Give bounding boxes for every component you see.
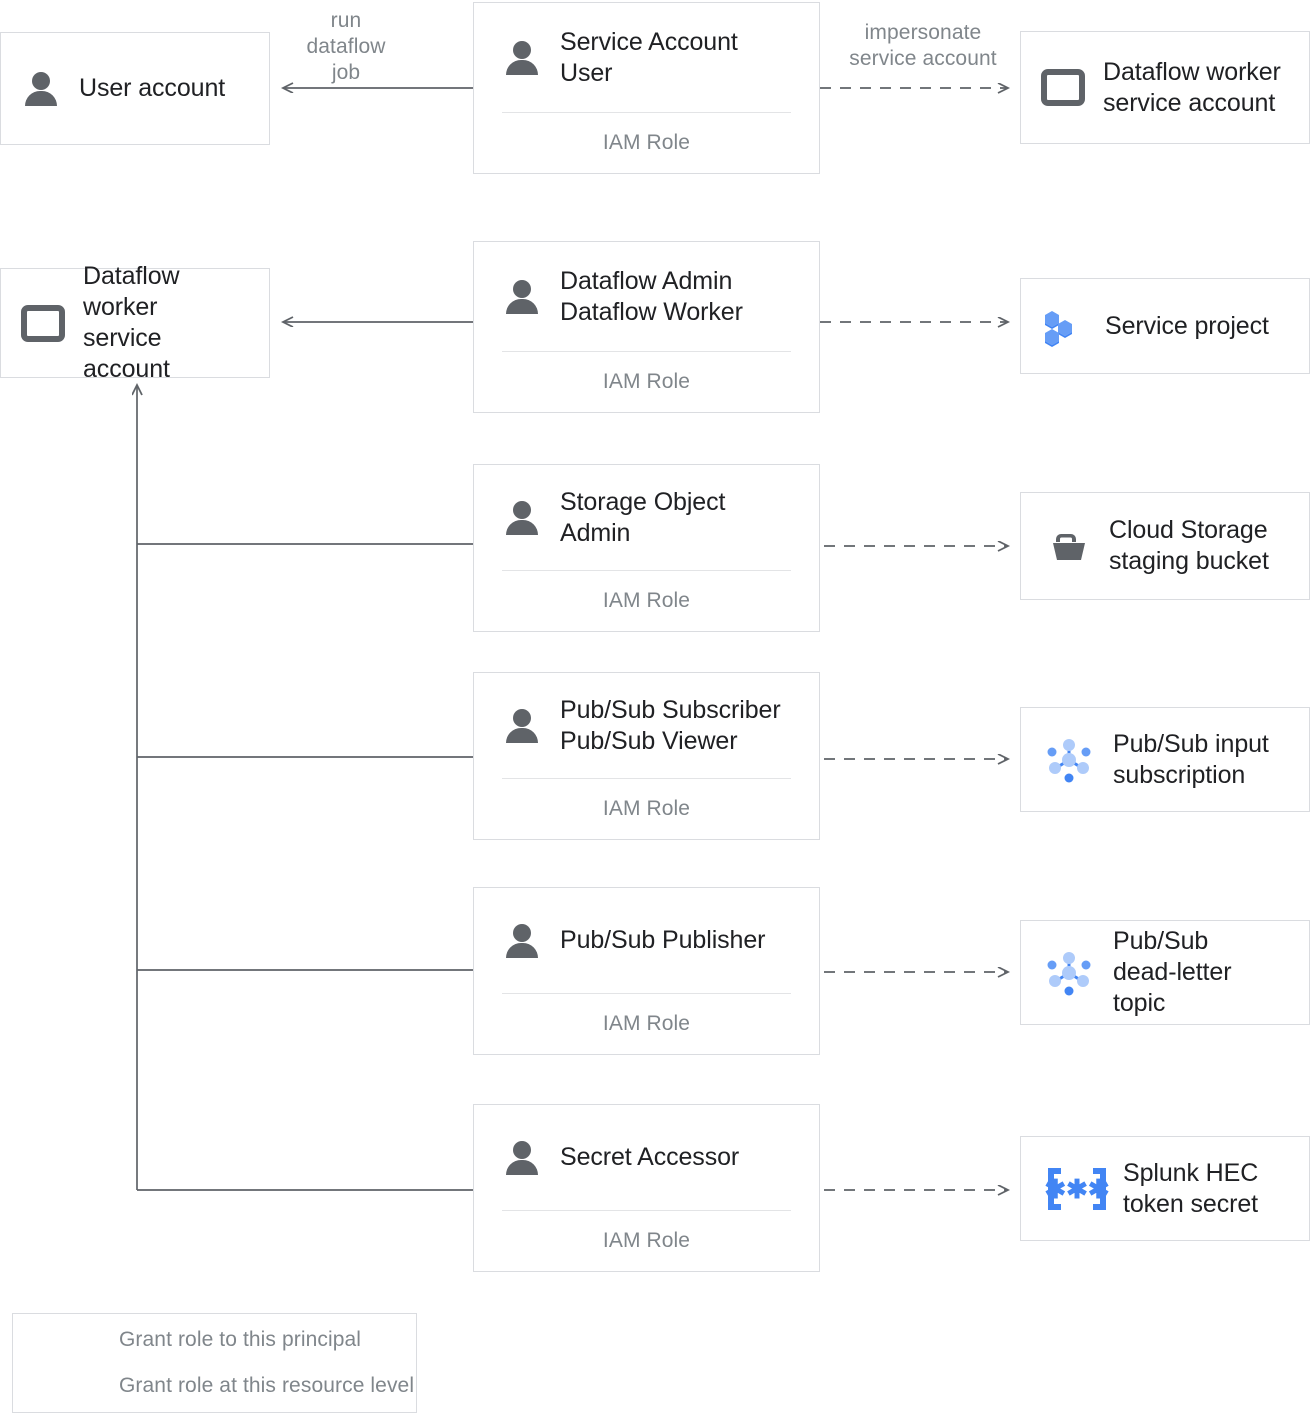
resource-pubsub-dead-letter-topic[interactable]: Pub/Sub dead-letter topic (1020, 920, 1310, 1025)
resource-service-project-label: Service project (1105, 311, 1269, 340)
project-hexagons-icon (1041, 303, 1087, 349)
card-divider (502, 993, 791, 994)
edge-label-run-dataflow-job: run dataflow job (306, 9, 386, 84)
resource-pubsub-dead-letter-topic-label: Pub/Sub dead-letter topic (1113, 927, 1232, 1017)
card-divider (502, 1210, 791, 1211)
principal-dataflow-worker-sa-label: Dataflow worker service account (83, 262, 180, 383)
role-card-pubsub-publisher[interactable]: Pub/Sub Publisher IAM Role (473, 887, 820, 1055)
service-account-icon (21, 304, 65, 342)
resource-pubsub-input-subscription[interactable]: Pub/Sub input subscription (1020, 707, 1310, 812)
person-icon (502, 921, 542, 961)
role-card-secret-accessor[interactable]: Secret Accessor IAM Role (473, 1104, 820, 1272)
principal-user-account-label: User account (79, 74, 226, 102)
card-divider (502, 570, 791, 571)
resource-pubsub-input-subscription-label: Pub/Sub input subscription (1113, 729, 1269, 789)
resource-dataflow-worker-service-account-label: Dataflow worker service account (1103, 57, 1281, 117)
card-divider (502, 778, 791, 779)
role-card-storage-object-admin-roles: Storage Object Admin (560, 487, 726, 547)
resource-splunk-hec-token-secret[interactable]: ✱✱✱ Splunk HEC token secret (1020, 1136, 1310, 1241)
card-divider (502, 112, 791, 113)
legend-item-solid-label: Grant role to this principal (119, 1328, 362, 1351)
legend-item-solid: Grant role to this principal (43, 1328, 416, 1352)
role-card-service-account-user-roles: Service Account User (560, 27, 738, 87)
role-card-dataflow-admin-worker[interactable]: Dataflow Admin Dataflow Worker IAM Role (473, 241, 820, 413)
person-icon (502, 38, 542, 78)
role-card-pubsub-publisher-roles: Pub/Sub Publisher (560, 926, 766, 954)
role-card-pubsub-subscriber-viewer[interactable]: Pub/Sub Subscriber Pub/Sub Viewer IAM Ro… (473, 672, 820, 840)
role-card-service-account-user[interactable]: Service Account User IAM Role (473, 2, 820, 174)
role-card-storage-object-admin-footer: IAM Role (602, 589, 691, 612)
pubsub-icon (1043, 947, 1095, 999)
person-icon (21, 69, 61, 109)
role-card-secret-accessor-roles: Secret Accessor (560, 1143, 740, 1171)
role-card-pubsub-subscriber-viewer-footer: IAM Role (602, 797, 691, 820)
role-card-service-account-user-footer: IAM Role (602, 131, 691, 154)
role-card-dataflow-admin-worker-roles: Dataflow Admin Dataflow Worker (560, 266, 743, 326)
resource-dataflow-worker-service-account[interactable]: Dataflow worker service account (1020, 31, 1310, 144)
service-account-icon (1041, 69, 1085, 106)
pubsub-icon (1043, 734, 1095, 786)
person-icon (502, 1138, 542, 1178)
resource-cloud-storage-staging-bucket-label: Cloud Storage staging bucket (1109, 516, 1269, 575)
edge-label-impersonate-service-account: impersonate service account (849, 21, 997, 70)
cloud-storage-bucket-icon (1047, 524, 1091, 568)
resource-service-project[interactable]: Service project (1020, 278, 1310, 374)
role-card-pubsub-subscriber-viewer-roles: Pub/Sub Subscriber Pub/Sub Viewer (560, 695, 781, 755)
legend-item-dashed: Grant role at this resource level (43, 1374, 416, 1398)
resource-splunk-hec-token-secret-label: Splunk HEC token secret (1123, 1158, 1259, 1218)
card-divider (502, 351, 791, 352)
person-icon (502, 277, 542, 317)
principal-dataflow-worker-service-account[interactable]: Dataflow worker service account (0, 262, 270, 383)
svg-text:✱✱✱: ✱✱✱ (1045, 1174, 1109, 1204)
secret-manager-icon: ✱✱✱ (1044, 1165, 1110, 1213)
role-card-pubsub-publisher-footer: IAM Role (602, 1012, 691, 1035)
principal-user-account[interactable]: User account (0, 32, 270, 145)
role-card-storage-object-admin[interactable]: Storage Object Admin IAM Role (473, 464, 820, 632)
resource-cloud-storage-staging-bucket[interactable]: Cloud Storage staging bucket (1020, 492, 1310, 600)
legend-item-dashed-label: Grant role at this resource level (119, 1374, 415, 1397)
role-card-dataflow-admin-worker-footer: IAM Role (602, 370, 691, 393)
legend: Grant role to this principal Grant role … (12, 1313, 417, 1413)
person-icon (502, 498, 542, 538)
role-card-secret-accessor-footer: IAM Role (602, 1229, 691, 1252)
person-icon (502, 706, 542, 746)
